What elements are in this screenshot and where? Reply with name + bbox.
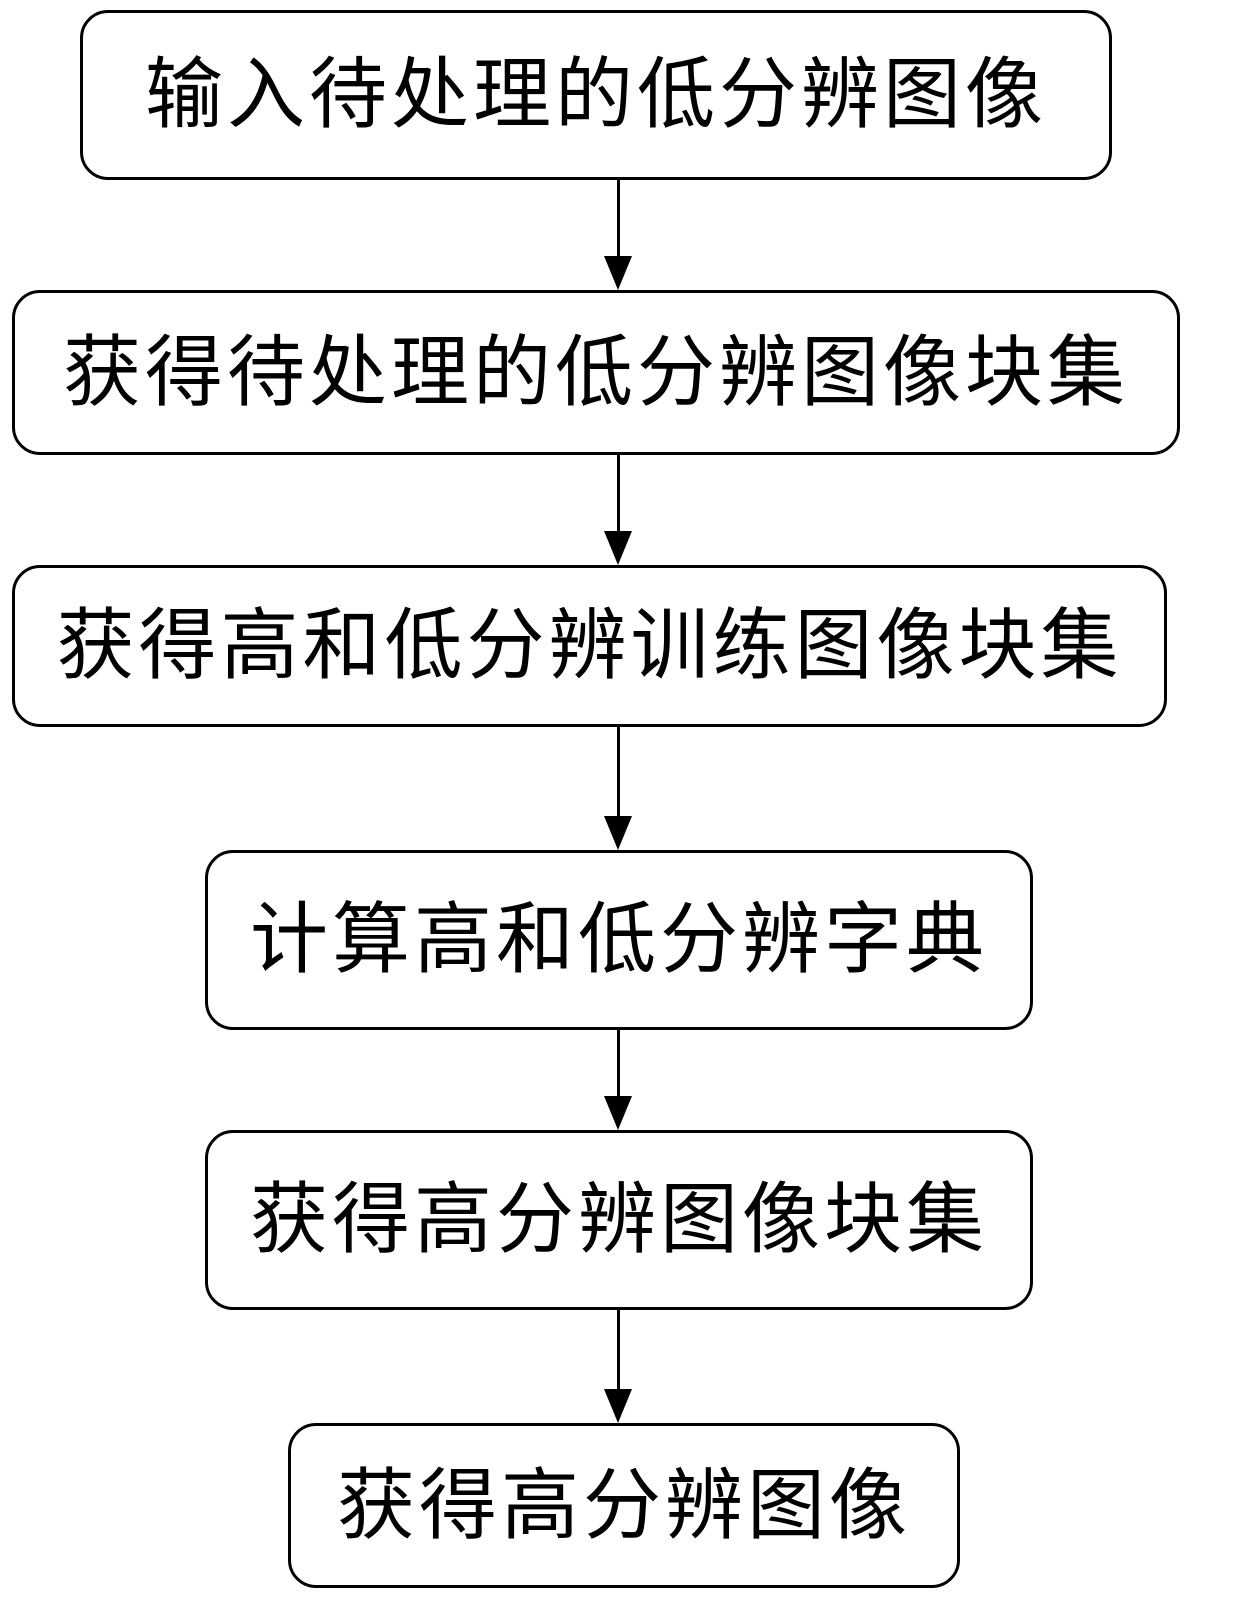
arrow-shaft [616,727,620,816]
arrow-step5-to-step6 [603,1310,633,1423]
flowchart-step-6-label: 获得高分辨图像 [336,1461,911,1549]
arrow-shaft [616,1030,620,1096]
arrow-head-down-icon [604,531,632,565]
flowchart-step-3: 获得高和低分辨训练图像块集 [12,565,1167,727]
flowchart-step-4-label: 计算高和低分辨字典 [249,896,988,983]
arrow-step2-to-step3 [603,455,633,565]
flowchart-step-2: 获得待处理的低分辨图像块集 [12,290,1180,455]
arrow-step4-to-step5 [603,1030,633,1130]
flowchart-step-4: 计算高和低分辨字典 [205,850,1033,1030]
arrow-head-down-icon [604,816,632,850]
arrow-step3-to-step4 [603,727,633,850]
flowchart-step-5: 获得高分辨图像块集 [205,1130,1033,1310]
arrow-head-down-icon [604,1096,632,1130]
arrow-step1-to-step2 [603,180,633,290]
flowchart-step-1-label: 输入待处理的低分辨图像 [144,51,1047,138]
flowchart-step-5-label: 获得高分辨图像块集 [249,1176,988,1263]
flowchart-step-3-label: 获得高和低分辨训练图像块集 [56,602,1123,689]
flowchart-step-6: 获得高分辨图像 [288,1423,960,1588]
arrow-shaft [616,455,620,531]
arrow-shaft [616,180,620,256]
arrow-head-down-icon [604,1389,632,1423]
arrow-shaft [616,1310,620,1389]
flowchart-step-1: 输入待处理的低分辨图像 [80,10,1112,180]
flowchart-step-2-label: 获得待处理的低分辨图像块集 [62,328,1129,416]
arrow-head-down-icon [604,256,632,290]
